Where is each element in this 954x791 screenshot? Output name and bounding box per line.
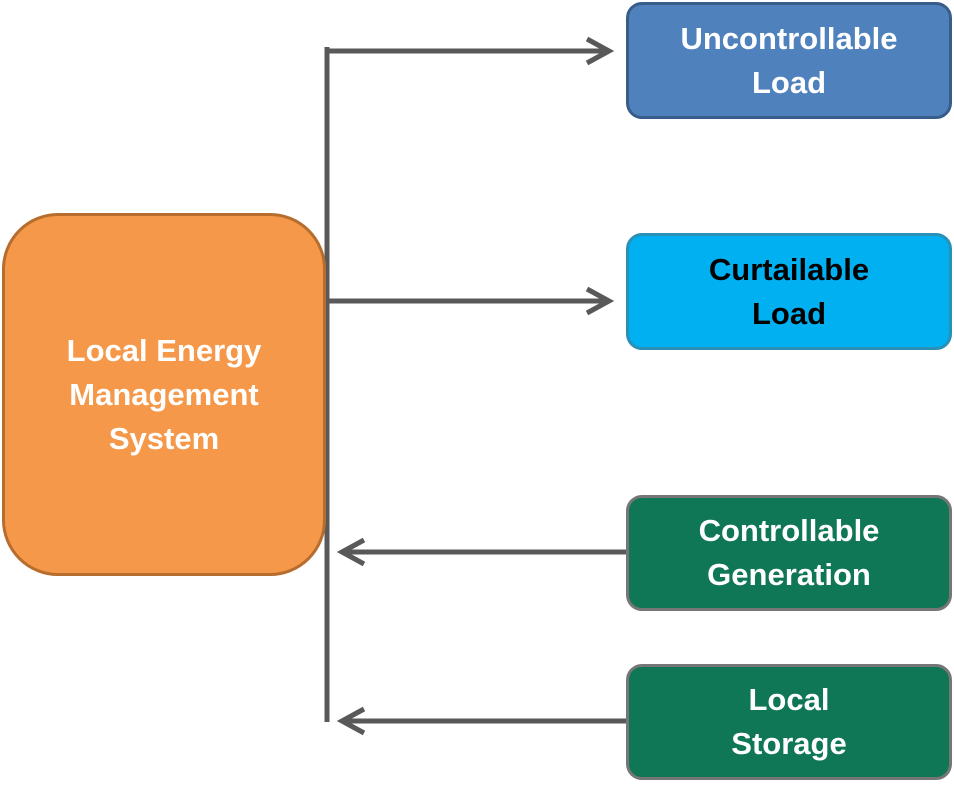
arrowhead-lems-from-generation xyxy=(336,537,366,567)
local-energy-management-system-node: Local Energy Management System xyxy=(2,213,326,576)
controllable-generation-node: Controllable Generation xyxy=(626,495,952,611)
controllable-generation-label: Controllable Generation xyxy=(698,513,880,592)
curtailable-load-label: Curtailable Load xyxy=(708,251,870,331)
local-storage-node: Local Storage xyxy=(626,664,952,780)
lems-label: Local Energy Management System xyxy=(66,332,262,456)
arrowhead-lems-from-storage xyxy=(336,706,366,736)
uncontrollable-load-label: Uncontrollable Load xyxy=(680,20,898,100)
arrowhead-uncontrollable-load xyxy=(585,36,615,66)
curtailable-load-node: Curtailable Load xyxy=(626,233,952,350)
uncontrollable-load-node: Uncontrollable Load xyxy=(626,2,952,119)
arrowhead-curtailable-load xyxy=(585,286,615,316)
local-storage-label: Local Storage xyxy=(731,682,847,761)
